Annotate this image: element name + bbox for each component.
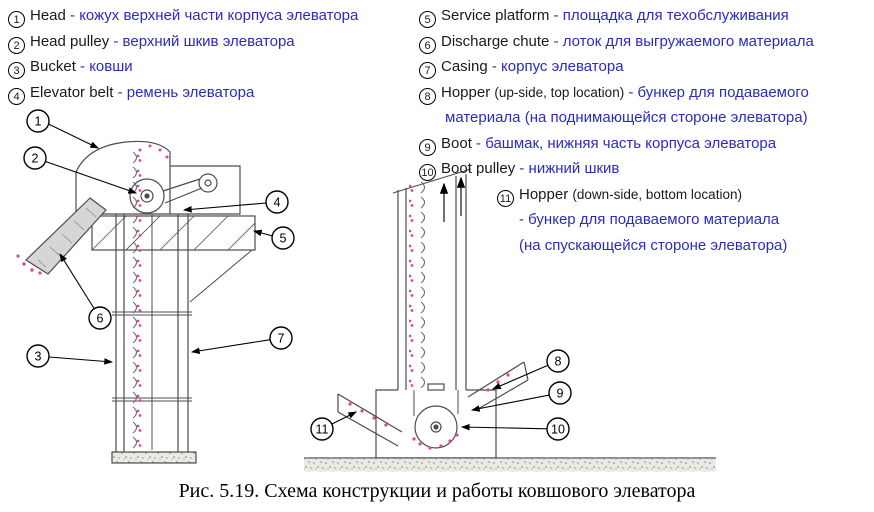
legend-term-en: Bucket [30, 58, 76, 75]
svg-text:4: 4 [274, 196, 281, 210]
legend-item-4: 4 Elevator belt - ремень элеватора [8, 80, 413, 106]
legend-term-en: Service platform [441, 7, 550, 24]
legend-term-en: Boot [441, 134, 472, 152]
legend-item-7: 7 Casing - корпус элеватора [419, 54, 871, 80]
legend-item-5: 5 Service platform - площадка для техобсл… [419, 3, 871, 29]
head-housing-box [76, 165, 241, 215]
legend-item-6: 6 Discharge chute - лоток для выгружаемог… [419, 29, 871, 55]
legend-term-ru: (на спускающейся стороне элеватора) [519, 236, 788, 254]
hopper-down-side [337, 393, 403, 447]
legend-term-ru: - верхний шкив элеватора [113, 32, 295, 50]
legend-term-ru: - лоток для выгружаемого материала [553, 32, 814, 50]
boot-view-diagram [304, 168, 716, 472]
legend-term-en: Hopper [519, 185, 569, 203]
legend-term-en: Boot pulley [441, 160, 516, 177]
svg-text:8: 8 [555, 355, 562, 369]
legend-column-left: 1 Head - кожух верхней части корпуса элев… [8, 3, 413, 105]
legend-term-en: Head [30, 7, 66, 24]
legend-term-ru: - ремень элеватора [117, 83, 255, 101]
legend-term-ru: - бункер для подаваемого материала [519, 211, 780, 228]
legend-number-8: 8 [419, 87, 436, 105]
svg-text:3: 3 [35, 350, 42, 364]
callout-9: 9 [470, 381, 572, 412]
svg-text:10: 10 [551, 423, 565, 437]
svg-text:11: 11 [316, 423, 329, 437]
head-housing [75, 140, 171, 214]
casing-flanges [112, 311, 192, 402]
foundation-left-view [111, 451, 197, 464]
callout-5: 5 [252, 226, 295, 250]
legend-number-10: 10 [419, 164, 436, 181]
legend-number-9: 9 [419, 138, 436, 156]
discharge-chute [25, 197, 107, 275]
callout-1: 1 [26, 109, 99, 149]
svg-text:2: 2 [32, 152, 39, 166]
casing-walls-right-view [397, 174, 467, 390]
legend-number-6: 6 [419, 36, 436, 54]
legend-term-en: Casing [441, 58, 488, 75]
callout-11: 11 [310, 411, 357, 441]
bucket-chain-left-view [128, 216, 144, 448]
legend-term-note: (up-side, top location) [494, 84, 625, 100]
bucket-chain-right-view [409, 182, 425, 388]
legend-item-8: 8 Hopper (up-side, top location) - бункер… [419, 80, 871, 131]
callout-7: 7 [190, 326, 293, 355]
head-view-diagram [16, 140, 256, 464]
svg-text:1: 1 [35, 115, 42, 129]
drive-motor-pulley [162, 173, 218, 204]
casing-break-line [392, 168, 472, 194]
callout-8: 8 [491, 349, 570, 390]
svg-text:9: 9 [557, 387, 564, 401]
legend-item-10: 10 Boot pulley - нижний шкив [419, 156, 871, 182]
legend-number-7: 7 [419, 62, 436, 79]
belt-direction-arrows [439, 176, 466, 222]
legend-term-en: Head pulley [30, 32, 110, 50]
svg-text:5: 5 [280, 232, 287, 246]
callouts: 1 2 3 4 5 6 7 [23, 109, 572, 441]
callout-3: 3 [26, 344, 114, 368]
legend-item-11: 11 Hopper (down-side, bottom location) [497, 182, 871, 208]
legend-item-9: 9 Boot - башмак, нижняя часть корпуса эле… [419, 131, 871, 157]
legend-term-en: Elevator belt [30, 83, 114, 101]
hopper-up-side [467, 361, 529, 410]
figure-caption: Рис. 5.19. Схема конструкции и работы ко… [178, 480, 696, 502]
legend-number-4: 4 [8, 87, 25, 105]
svg-text:6: 6 [97, 312, 104, 326]
bucket-chain-head [128, 150, 144, 212]
material-dots-head [16, 144, 169, 275]
legend-item-3: 3 Bucket - ковши [8, 54, 413, 80]
ground [304, 457, 716, 472]
legend-term-ru: - нижний шкив [519, 160, 620, 177]
legend-term-note: (down-side, bottom location) [572, 186, 742, 202]
callout-10: 10 [460, 417, 570, 441]
boot-bearing [427, 383, 445, 391]
legend-term-en: Discharge chute [441, 32, 550, 50]
casing-walls-left-view [115, 214, 189, 452]
legend-term-ru: - корпус элеватора [491, 58, 624, 75]
legend-item-1: 1 Head - кожух верхней части корпуса элев… [8, 3, 413, 29]
legend-number-5: 5 [419, 11, 436, 28]
legend-term-ru: - башмак, нижняя часть корпуса элеватора [476, 134, 777, 152]
legend-term-ru: - бункер для подаваемого материала (на п… [445, 83, 809, 127]
legend-column-right: 5 Service platform - площадка для техобсл… [419, 3, 871, 258]
legend-term-ru: - ковши [80, 58, 133, 75]
callout-6: 6 [59, 253, 112, 330]
legend-item-11-russian: - бункер для подаваемого материала (на с… [519, 207, 871, 258]
legend-number-3: 3 [8, 62, 25, 79]
legend-number-11: 11 [497, 189, 514, 207]
legend-number-2: 2 [8, 36, 25, 54]
callout-2: 2 [23, 146, 138, 194]
legend-number-1: 1 [8, 11, 25, 28]
boot-pulley [414, 405, 458, 449]
legend-term-ru: - площадка для техобслуживания [553, 7, 789, 24]
material-dots-boot [348, 373, 510, 450]
svg-text:7: 7 [278, 332, 285, 346]
legend-item-2: 2 Head pulley - верхний шкив элеватора [8, 29, 413, 55]
boot-belt-lines [413, 390, 459, 416]
callout-4: 4 [182, 190, 289, 214]
legend-term-en: Hopper [441, 83, 491, 101]
legend-term-ru: - кожух верхней части корпуса элеватора [70, 7, 359, 24]
